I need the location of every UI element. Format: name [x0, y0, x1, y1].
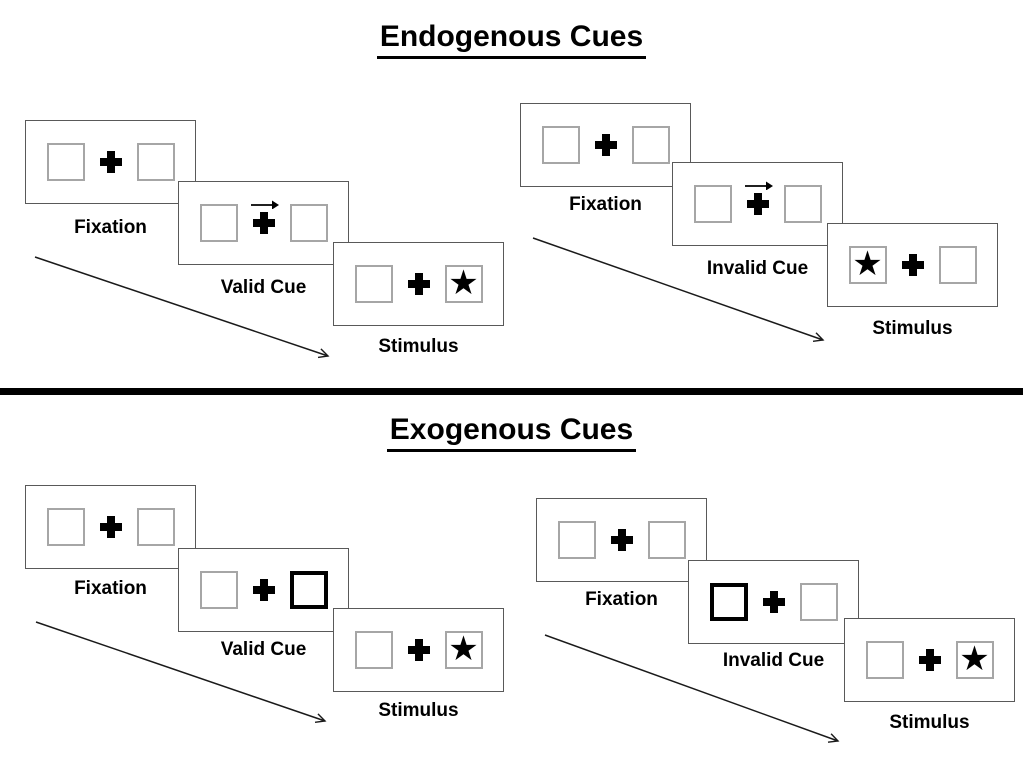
- star-target-icon: ★: [959, 640, 990, 678]
- step-label: Stimulus: [378, 336, 459, 357]
- fixation-cross-icon: [744, 181, 773, 215]
- right-box: [631, 126, 670, 164]
- step-label: Fixation: [74, 578, 147, 599]
- right-box: [647, 521, 686, 559]
- fixation-cross-icon: [99, 151, 122, 173]
- step-label: Fixation: [585, 589, 658, 610]
- left-box-bold-cue: [709, 583, 748, 621]
- right-box: [289, 204, 328, 242]
- right-box-with-target: ★: [444, 264, 483, 303]
- cue-card: [178, 181, 349, 265]
- step-label: Invalid Cue: [722, 650, 825, 671]
- step-label: Stimulus: [378, 700, 459, 721]
- right-box: [938, 246, 977, 284]
- fixation-cross-icon: [250, 200, 279, 234]
- left-box-with-target: ★: [848, 245, 887, 284]
- step-label: Stimulus: [889, 712, 970, 733]
- section-divider: [0, 388, 1023, 395]
- left-box: [354, 631, 393, 669]
- step-label: Invalid Cue: [706, 258, 809, 279]
- fixation-cross-icon: [901, 254, 924, 276]
- endogenous-valid-time-arrow: [34, 256, 328, 356]
- fixation-cross-icon: [762, 591, 785, 613]
- endogenous-invalid-time-arrow: [532, 237, 823, 340]
- left-box: [865, 641, 904, 679]
- right-box: [799, 583, 838, 621]
- fixation-card: [25, 120, 196, 204]
- fixation-card: [536, 498, 707, 582]
- fixation-cross-icon: [407, 273, 430, 295]
- step-label: Fixation: [74, 217, 147, 238]
- step-label: Fixation: [569, 194, 642, 215]
- fixation-cross-icon: [610, 529, 633, 551]
- endogenous-title-text: Endogenous Cues: [376, 20, 647, 59]
- right-box: [783, 185, 822, 223]
- exogenous-section-title: Exogenous Cues: [0, 413, 1023, 452]
- exogenous-title-text: Exogenous Cues: [386, 413, 637, 452]
- fixation-cross-icon: [99, 516, 122, 538]
- stimulus-card: ★: [333, 242, 504, 326]
- fixation-cross-icon: [594, 134, 617, 156]
- cue-card: [688, 560, 859, 644]
- right-arrow-cue-icon: [744, 181, 773, 190]
- fixation-card: [520, 103, 691, 187]
- fixation-cross-icon: [407, 639, 430, 661]
- fixation-cross-icon: [252, 579, 275, 601]
- stimulus-card: ★: [827, 223, 998, 307]
- cue-card: [672, 162, 843, 246]
- left-box: [199, 204, 238, 242]
- right-box-bold-cue: [289, 571, 328, 609]
- endogenous-section-title: Endogenous Cues: [0, 20, 1023, 59]
- star-target-icon: ★: [448, 630, 479, 668]
- right-box: [136, 143, 175, 181]
- left-box: [46, 143, 85, 181]
- step-label: Stimulus: [872, 318, 953, 339]
- left-box: [199, 571, 238, 609]
- step-label: Valid Cue: [220, 639, 307, 660]
- fixation-cross-icon: [918, 649, 941, 671]
- stimulus-card: ★: [844, 618, 1015, 702]
- left-box: [46, 508, 85, 546]
- star-target-icon: ★: [448, 264, 479, 302]
- right-box-with-target: ★: [955, 640, 994, 679]
- left-box: [354, 265, 393, 303]
- left-box: [693, 185, 732, 223]
- exogenous-valid-time-arrow: [35, 621, 325, 721]
- step-label: Valid Cue: [220, 277, 307, 298]
- left-box: [541, 126, 580, 164]
- stimulus-card: ★: [333, 608, 504, 692]
- right-box: [136, 508, 175, 546]
- cue-card: [178, 548, 349, 632]
- fixation-card: [25, 485, 196, 569]
- right-arrow-cue-icon: [250, 200, 279, 209]
- right-box-with-target: ★: [444, 630, 483, 669]
- left-box: [557, 521, 596, 559]
- star-target-icon: ★: [852, 245, 883, 283]
